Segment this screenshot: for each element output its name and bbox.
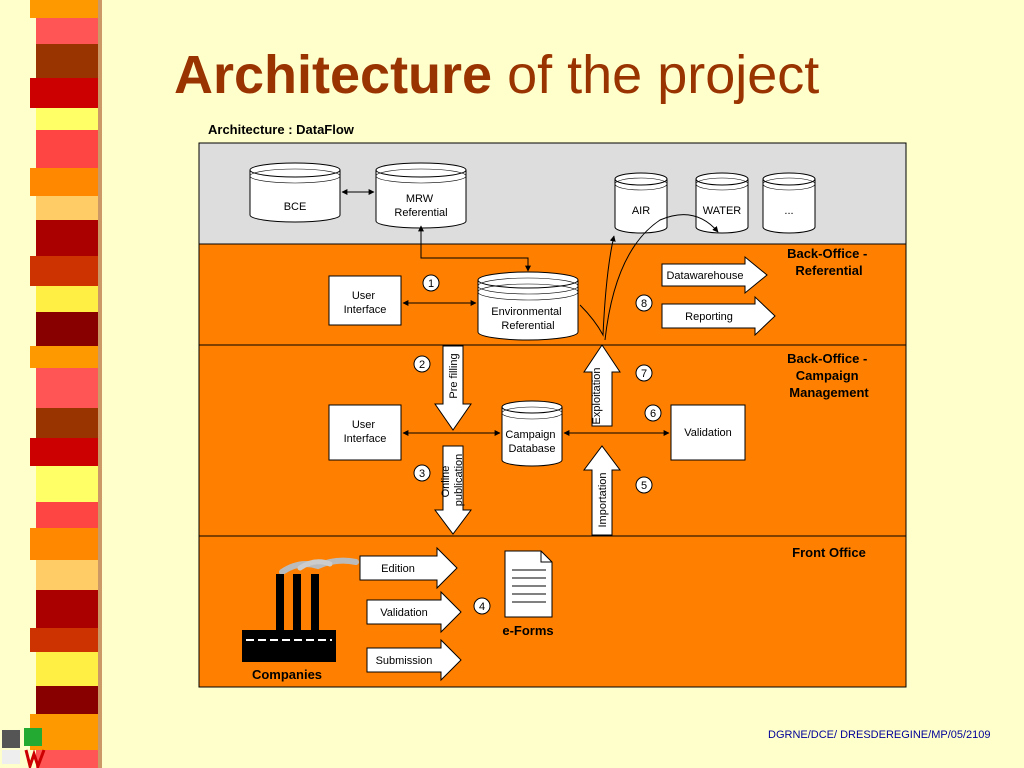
mrw-environmental-link — [418, 225, 531, 272]
stripe-segment — [30, 628, 98, 652]
stripe-segment — [36, 652, 100, 686]
svg-text:BCE: BCE — [284, 201, 307, 213]
svg-text:Environmental Referentia: Environmental Referential — [491, 306, 564, 332]
svg-text:User Interface: User Interface — [344, 419, 387, 445]
companies-label: Companies — [252, 667, 322, 682]
svg-text:4: 4 — [479, 601, 485, 613]
more-databases: ... — [762, 172, 816, 234]
edition-arrow: Edition — [359, 546, 458, 590]
svg-text:Exploitation: Exploitation — [591, 368, 603, 425]
svg-text:Pre filling: Pre filling — [448, 353, 460, 398]
environmental-referential-database: Environmental Referential — [477, 271, 579, 341]
stripe-segment — [36, 368, 100, 408]
svg-text:AIR: AIR — [632, 205, 650, 217]
svg-text:User Interface: User Interface — [344, 290, 387, 316]
e-forms-label: e-Forms — [502, 623, 553, 638]
svg-text:Validation: Validation — [684, 427, 732, 439]
step-7-badge: 7 — [635, 364, 653, 382]
stripe-segment — [30, 528, 98, 560]
stripe-segment — [36, 18, 100, 44]
svg-text:Submission: Submission — [376, 655, 433, 667]
svg-text:WATER: WATER — [703, 205, 742, 217]
step-5-badge: 5 — [635, 476, 653, 494]
zone-label-front-office: Front Office — [792, 545, 866, 560]
step-6-badge: 6 — [644, 404, 662, 422]
campaign-database: Campaign Database — [501, 400, 563, 467]
stripe-segment — [36, 466, 100, 502]
svg-text:8: 8 — [641, 298, 647, 310]
stripe-segment — [36, 108, 100, 130]
environmental-to-air-link — [579, 235, 616, 337]
water-database: WATER — [695, 172, 749, 234]
online-publication-arrow: Online publication — [434, 445, 472, 535]
exploitation-arrow: Exploitation — [583, 344, 621, 427]
svg-text:Datawarehouse: Datawarehouse — [666, 270, 743, 282]
step-8-badge: 8 — [635, 294, 653, 312]
svg-text:3: 3 — [419, 468, 425, 480]
step-3-badge: 3 — [413, 464, 431, 482]
stripe-segment — [36, 44, 100, 78]
stripe-segment — [36, 590, 100, 628]
stripe-segment — [30, 78, 98, 108]
e-forms-document-icon — [504, 550, 553, 618]
bce-database: BCE — [249, 162, 341, 223]
stripe-segment — [30, 256, 98, 286]
svg-text:Reporting: Reporting — [685, 311, 733, 323]
svg-text:Campaign Database: Campaign Database — [505, 429, 558, 455]
validation-box: Validation — [670, 404, 746, 461]
stripe-segment — [36, 408, 100, 438]
stripe-segment — [30, 168, 98, 196]
air-database: AIR — [614, 172, 668, 234]
stripe-segment — [30, 346, 98, 368]
validation-arrow: Validation — [366, 590, 462, 634]
svg-text:6: 6 — [650, 408, 656, 420]
stripe-segment — [36, 130, 100, 168]
page-title: Architecture of the project — [174, 48, 819, 102]
stripe-edge — [98, 0, 102, 768]
factory-icon — [242, 557, 359, 662]
stripe-segment — [36, 686, 100, 714]
svg-text:7: 7 — [641, 368, 647, 380]
step-2-badge: 2 — [413, 355, 431, 373]
stripe-segment — [36, 560, 100, 590]
exploitation-to-water-link — [604, 214, 719, 341]
stripe-segment — [36, 750, 100, 768]
region-logo — [2, 728, 46, 768]
mrw-referential-database: MRW Referential — [375, 162, 467, 229]
decorative-stripe-bar — [28, 0, 120, 768]
stripe-segment — [36, 286, 100, 312]
reporting-arrow: Reporting — [661, 295, 776, 337]
svg-text:Edition: Edition — [381, 563, 415, 575]
svg-text:5: 5 — [641, 480, 647, 492]
importation-arrow: Importation — [583, 445, 621, 536]
stripe-segment — [36, 312, 100, 346]
svg-text:2: 2 — [419, 359, 425, 371]
svg-text:MRW Referential: MRW Referential — [394, 193, 447, 219]
step-1-badge: 1 — [422, 274, 440, 292]
svg-text:...: ... — [784, 205, 793, 217]
stripe-segment — [36, 502, 100, 528]
title-rest: of the project — [492, 45, 820, 105]
user-interface-box-referential: User Interface — [328, 275, 402, 326]
zone-label-back-office-campaign: Back-Office - Campaign Management — [787, 351, 871, 400]
footer-reference: DGRNE/DCE/ DRESDEREGINE/MP/05/2109 — [768, 729, 991, 741]
stripe-segment — [30, 0, 98, 18]
svg-text:Validation: Validation — [380, 607, 428, 619]
svg-text:Online publication: Online publication — [440, 454, 465, 507]
stripe-segment — [36, 220, 100, 256]
diagram-subtitle: Architecture : DataFlow — [208, 122, 354, 137]
datawarehouse-arrow: Datawarehouse — [661, 255, 768, 295]
submission-arrow: Submission — [366, 638, 462, 682]
svg-text:1: 1 — [428, 278, 434, 290]
user-interface-box-campaign: User Interface — [328, 404, 402, 461]
stripe-segment — [30, 438, 98, 466]
zone-label-back-office-referential: Back-Office - Referential — [787, 246, 871, 278]
stripe-segment — [36, 196, 100, 220]
pre-filling-arrow: Pre filling — [434, 345, 472, 431]
svg-text:Importation: Importation — [597, 472, 609, 527]
title-bold: Architecture — [174, 45, 493, 105]
step-4-badge: 4 — [473, 597, 491, 615]
